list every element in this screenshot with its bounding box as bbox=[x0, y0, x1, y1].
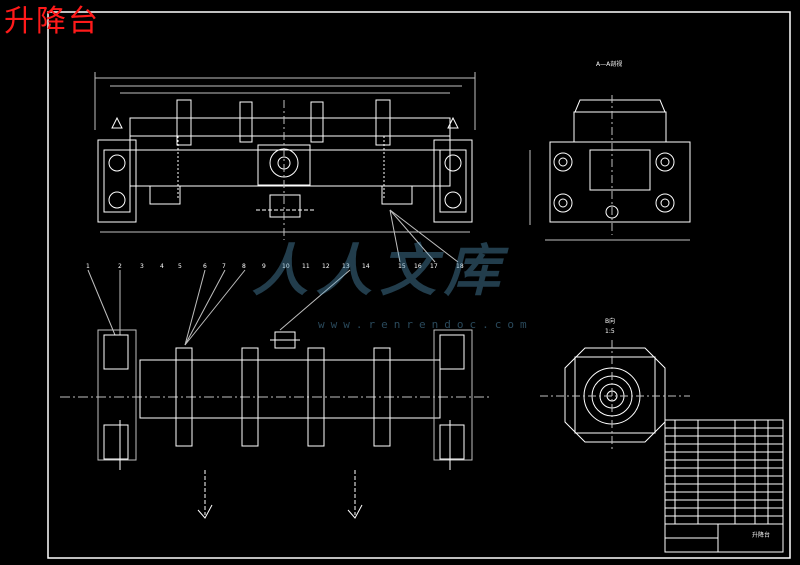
title-block-name: 升降台 bbox=[752, 531, 770, 539]
view-label: B向 bbox=[605, 317, 615, 325]
part-number: 13 bbox=[342, 263, 350, 270]
part-number: 9 bbox=[262, 263, 266, 270]
part-number: 5 bbox=[178, 263, 182, 270]
watermark-text: 人人文库 bbox=[252, 239, 508, 304]
part-number: 15 bbox=[398, 263, 406, 270]
drawing-title: 升降台 bbox=[4, 4, 100, 39]
part-number: 7 bbox=[222, 263, 226, 270]
part-number: 10 bbox=[282, 263, 290, 270]
part-number: 12 bbox=[322, 263, 330, 270]
part-number: 3 bbox=[140, 263, 144, 270]
part-number-labels: 1 2 3 4 5 6 7 8 9 10 11 12 13 14 15 16 1… bbox=[86, 60, 770, 539]
part-number: 14 bbox=[362, 263, 370, 270]
front-view bbox=[94, 72, 476, 240]
title-block bbox=[664, 419, 784, 553]
part-number: 1 bbox=[86, 263, 90, 270]
leader-lines bbox=[87, 209, 459, 346]
part-number: 4 bbox=[160, 263, 164, 270]
plan-view bbox=[60, 329, 490, 519]
drawing-frame bbox=[47, 11, 791, 559]
part-number: 16 bbox=[414, 263, 422, 270]
part-number: 6 bbox=[203, 263, 207, 270]
part-number: 11 bbox=[302, 263, 310, 270]
part-number: 2 bbox=[118, 263, 122, 270]
view-scale: 1:5 bbox=[605, 328, 615, 335]
part-number: 17 bbox=[430, 263, 438, 270]
section-label: A—A剖视 bbox=[596, 60, 622, 68]
watermark-url: www.renrendoc.com bbox=[318, 318, 533, 331]
section-view bbox=[529, 95, 691, 241]
part-number: 18 bbox=[456, 263, 464, 270]
part-number: 8 bbox=[242, 263, 246, 270]
b-view bbox=[540, 340, 690, 450]
